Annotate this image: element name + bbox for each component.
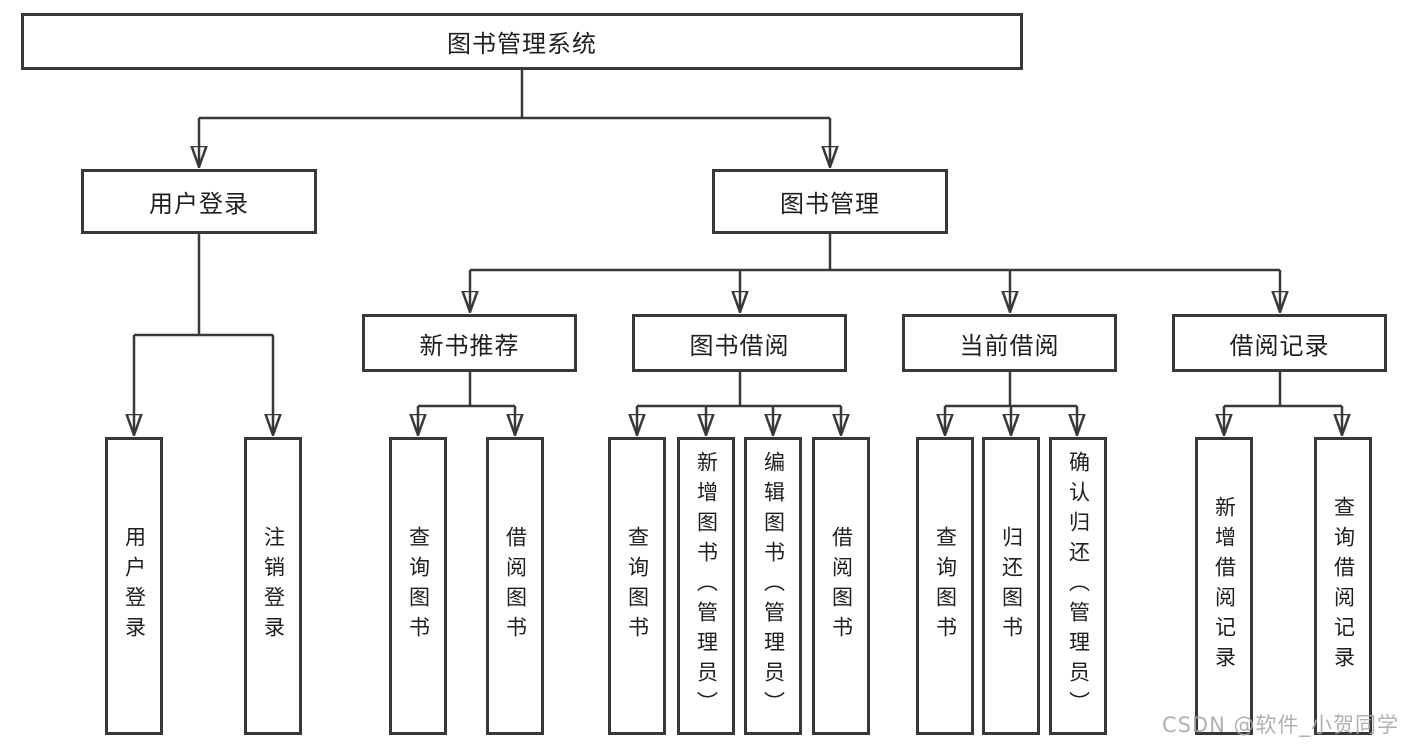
leaf-current-confirm-return-admin: 确认归还（管理员） bbox=[1049, 437, 1107, 735]
node-user-login: 用户登录 bbox=[81, 169, 317, 234]
leaf-borrow-edit-book-admin: 编辑图书（管理员） bbox=[744, 437, 802, 735]
leaf-newbook-borrow-book: 借阅图书 bbox=[486, 437, 544, 735]
leaf-record-add-borrow-record: 新增借阅记录 bbox=[1195, 437, 1253, 735]
node-current-borrow: 当前借阅 bbox=[902, 314, 1117, 372]
node-book-management: 图书管理 bbox=[712, 169, 948, 234]
leaf-newbook-query-book: 查询图书 bbox=[389, 437, 447, 735]
node-new-book-recommend: 新书推荐 bbox=[362, 314, 577, 372]
node-library-management-system: 图书管理系统 bbox=[21, 13, 1023, 70]
leaf-logout: 注销登录 bbox=[244, 437, 302, 735]
leaf-user-login: 用户登录 bbox=[105, 437, 163, 735]
leaf-borrow-borrow-book: 借阅图书 bbox=[812, 437, 870, 735]
csdn-watermark: CSDN @软件_小贺同学 bbox=[1161, 713, 1399, 737]
leaf-borrow-add-book-admin: 新增图书（管理员） bbox=[677, 437, 735, 735]
leaf-current-return-book: 归还图书 bbox=[982, 437, 1040, 735]
leaf-record-query-borrow-record: 查询借阅记录 bbox=[1314, 437, 1372, 735]
node-book-borrow: 图书借阅 bbox=[632, 314, 847, 372]
node-borrow-record: 借阅记录 bbox=[1172, 314, 1387, 372]
leaf-current-query-book: 查询图书 bbox=[916, 437, 974, 735]
leaf-borrow-query-book: 查询图书 bbox=[608, 437, 666, 735]
